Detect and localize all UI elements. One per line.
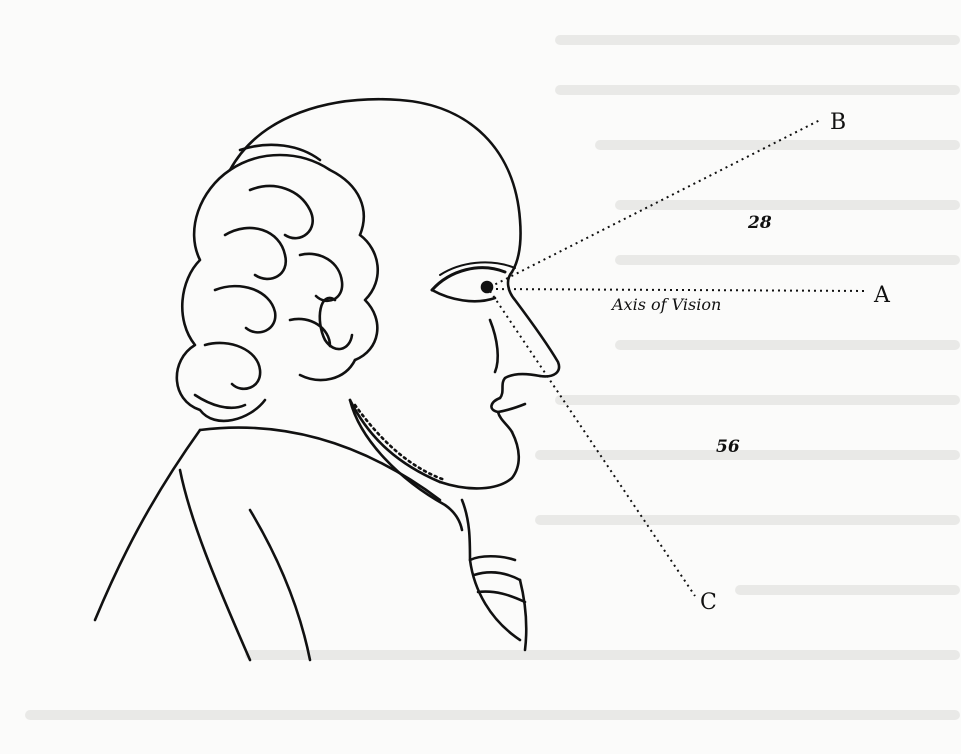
angle-upper-label: 28: [748, 213, 772, 233]
line-to-a: [490, 289, 868, 291]
axis-of-vision-label: Axis of Vision: [612, 295, 721, 314]
point-b-label: B: [830, 110, 846, 135]
human-profile-engraving: [95, 99, 559, 660]
point-a-label: A: [874, 283, 890, 308]
point-c-label: C: [700, 590, 717, 615]
line-to-c: [490, 291, 695, 596]
angle-lower-label: 56: [716, 437, 740, 457]
